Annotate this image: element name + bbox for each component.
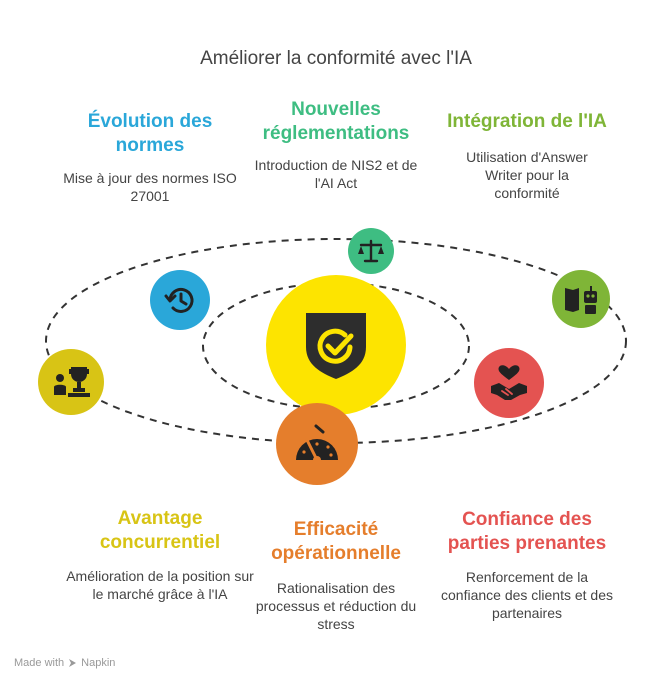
desc-reglementations: Introduction de NIS2 et de l'AI Act (254, 157, 418, 191)
heading-confiance: Confiance des parties prenantes (447, 509, 607, 554)
heading-efficacite: Efficacité opérationnelle (271, 519, 401, 564)
speedometer-icon (296, 424, 338, 464)
center-node (266, 275, 406, 415)
heading-evolution: Évolution des normes (87, 111, 213, 156)
node-efficacite (276, 403, 358, 485)
node-confiance (474, 348, 544, 418)
napkin-logo-icon (69, 659, 77, 667)
node-avantage (38, 349, 104, 415)
trophy-person-icon (54, 367, 90, 397)
page-title: Améliorer la conformité avec l'IA (200, 48, 472, 69)
history-icon (164, 287, 194, 313)
heart-handshake-icon (491, 365, 527, 400)
node-reglementations (348, 228, 394, 274)
shield-check-icon (306, 313, 366, 379)
desc-integration: Utilisation d'Answer Writer pour la conf… (466, 149, 588, 201)
desc-avantage: Amélioration de la position sur le march… (66, 568, 254, 602)
node-evolution (150, 270, 210, 330)
robot-book-icon (565, 286, 597, 314)
heading-integration: Intégration de l'IA (447, 111, 607, 132)
desc-evolution: Mise à jour des normes ISO 27001 (63, 170, 237, 204)
desc-efficacite: Rationalisation des processus et réducti… (255, 580, 417, 632)
heading-avantage: Avantage concurrentiel (99, 508, 221, 553)
made-with-text: Made with (14, 657, 65, 669)
scales-icon (358, 239, 384, 263)
brand-text: Napkin (81, 657, 116, 669)
desc-confiance: Renforcement de la confiance des clients… (441, 569, 613, 621)
footer: Made with Napkin (14, 657, 115, 669)
heading-reglementations: Nouvelles réglementations (262, 99, 410, 144)
node-integration (552, 270, 610, 328)
